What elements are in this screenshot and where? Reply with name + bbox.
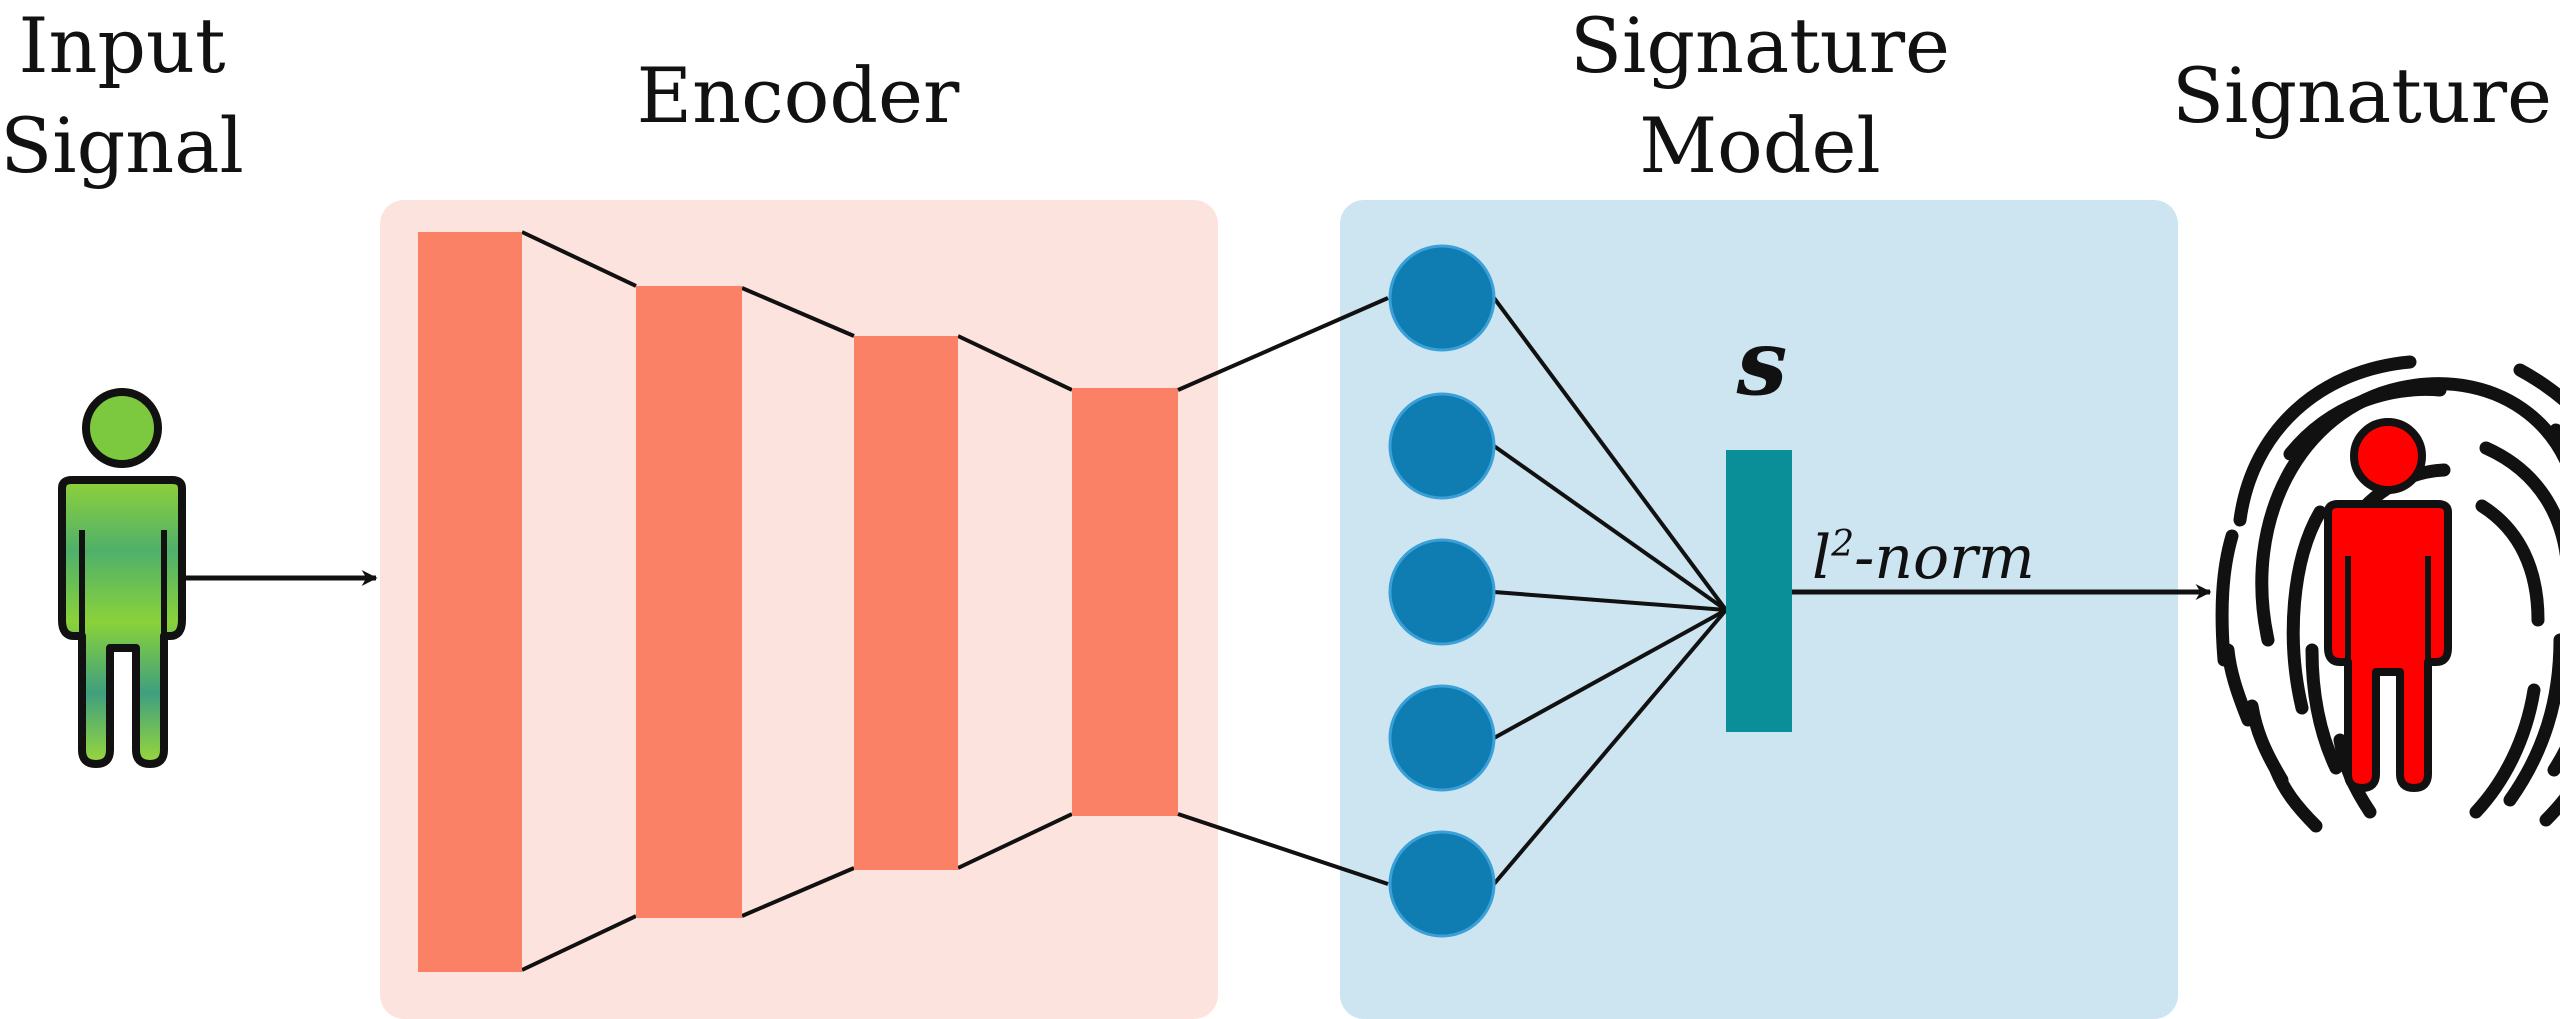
neuron-3 <box>1388 538 1496 646</box>
neuron-5 <box>1388 830 1496 938</box>
neuron-1 <box>1388 244 1496 352</box>
neuron-4 <box>1388 684 1496 792</box>
encoder-layer-2 <box>636 286 742 918</box>
signature-model-label-line2: Model <box>1639 101 1881 190</box>
l2-norm-label: l2-norm <box>1812 523 2035 593</box>
input-label-line1: Input <box>18 1 225 90</box>
encoder-layer-4 <box>1072 388 1178 816</box>
signature-vector-symbol: s <box>1736 310 1788 416</box>
neuron-connectors <box>1492 296 1728 886</box>
fingerprint-person-icon <box>2215 355 2560 833</box>
encoder-to-model-connectors <box>1177 296 1389 886</box>
encoder-connectors <box>521 230 1073 972</box>
encoder-layer-3 <box>854 336 958 870</box>
neuron-2 <box>1388 392 1496 500</box>
signature-label: Signature <box>2172 51 2552 140</box>
person-icon <box>58 388 186 768</box>
encoder-label: Encoder <box>637 51 960 140</box>
encoder-panel <box>380 200 1218 1019</box>
signature-model-label-line1: Signature <box>1570 1 1950 90</box>
signature-vector <box>1726 450 1792 732</box>
encoder-layer-1 <box>418 232 522 972</box>
input-label-line2: Signal <box>0 101 244 190</box>
